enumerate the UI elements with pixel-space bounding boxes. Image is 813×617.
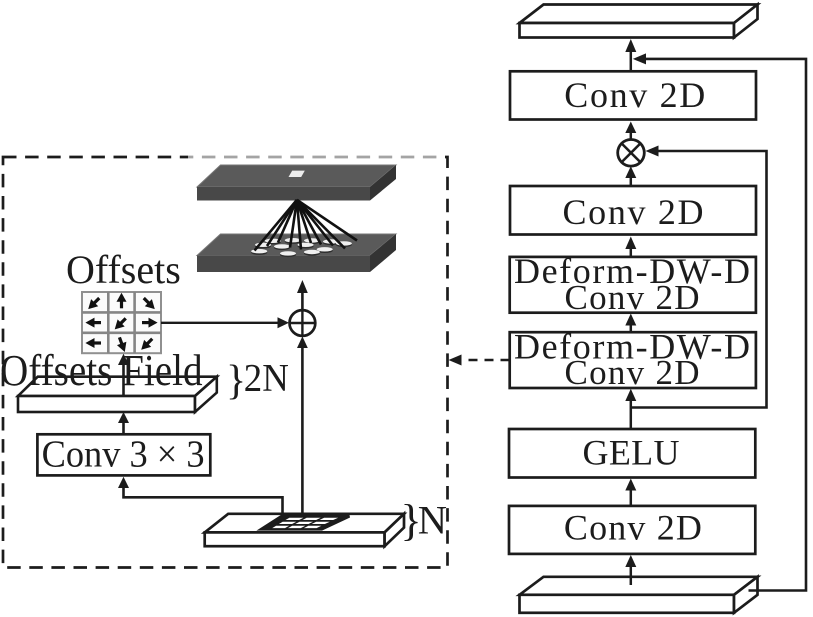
svg-text:Deform-DW-D: Deform-DW-D: [514, 326, 750, 366]
svg-text:GELU: GELU: [583, 433, 680, 473]
svg-text:}: }: [401, 496, 422, 545]
svg-text:Conv 2D: Conv 2D: [565, 278, 700, 317]
svg-text:Conv 2D: Conv 2D: [563, 192, 704, 232]
svg-text:2N: 2N: [244, 357, 289, 400]
svg-text:}: }: [226, 358, 246, 404]
svg-text:Conv 2D: Conv 2D: [565, 353, 700, 392]
svg-text:Conv 2D: Conv 2D: [564, 508, 702, 548]
svg-text:Conv 2D: Conv 2D: [564, 75, 705, 115]
svg-text:Deform-DW-D: Deform-DW-D: [514, 251, 750, 291]
svg-text:Conv 3 × 3: Conv 3 × 3: [42, 433, 205, 475]
svg-text:Offsets Field: Offsets Field: [0, 346, 203, 395]
svg-text:N: N: [418, 497, 447, 542]
svg-text:Offsets: Offsets: [66, 247, 181, 292]
